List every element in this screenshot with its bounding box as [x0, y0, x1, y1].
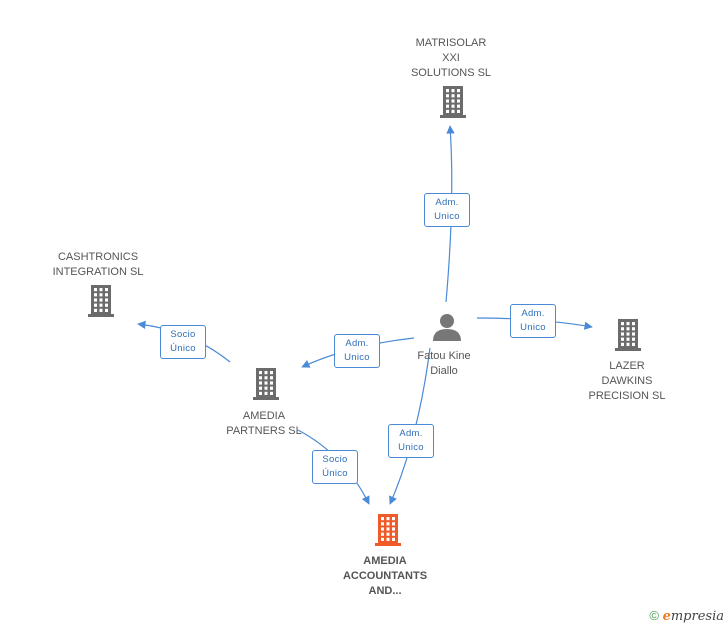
- edge-label-fatou-to-amedia_partners: Adm. Unico: [334, 334, 380, 368]
- edge-label-fatou-to-amedia_accountants: Adm. Unico: [388, 424, 434, 458]
- empresia-credit: © empresia: [649, 608, 724, 624]
- person-icon: [433, 314, 461, 341]
- edge-label-amedia_partners-to-cashtronics: Socio Único: [160, 325, 206, 359]
- node-label-amedia-accountants[interactable]: AMEDIA ACCOUNTANTS AND...: [342, 555, 428, 597]
- node-label-cashtronics[interactable]: CASHTRONICS INTEGRATION SL: [52, 251, 144, 278]
- building-icon: [253, 368, 279, 400]
- edge-label-fatou-to-lazer: Adm. Unico: [510, 304, 556, 338]
- edge-label-fatou-to-matrisolar: Adm. Unico: [424, 193, 470, 227]
- building-icon: [615, 319, 641, 351]
- building-icon: [88, 285, 114, 317]
- building-icon: [440, 86, 466, 118]
- building-icon: [375, 514, 401, 546]
- node-label-lazer[interactable]: LAZER DAWKINS PRECISION SL: [588, 360, 666, 402]
- empresia-logo: empresia: [662, 609, 724, 624]
- node-label-fatou[interactable]: Fatou Kine Diallo: [417, 350, 471, 377]
- node-label-amedia-partners[interactable]: AMEDIA PARTNERS SL: [226, 410, 302, 437]
- edge-label-amedia_partners-to-amedia_accountants: Socio Único: [312, 450, 358, 484]
- copyright-symbol: ©: [649, 608, 659, 623]
- node-label-matrisolar[interactable]: MATRISOLAR XXI SOLUTIONS SL: [410, 37, 492, 79]
